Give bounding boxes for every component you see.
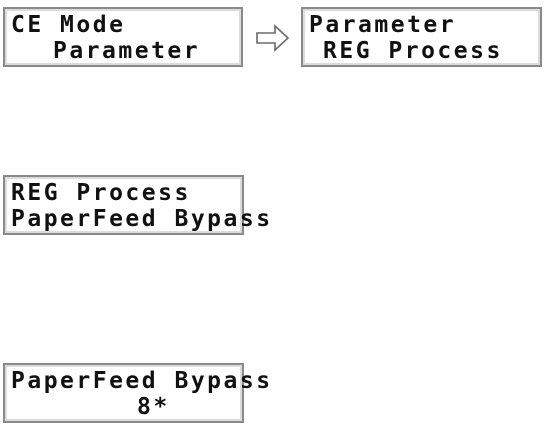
lcd-line-2: Parameter [53,38,201,64]
lcd-screen-paperfeed-bypass: PaperFeed Bypass 8* [3,363,270,423]
lcd-line-1: PaperFeed Bypass [11,368,273,394]
lcd-line-2: PaperFeed Bypass [11,206,273,232]
lcd-line-1: Parameter [309,12,457,38]
lcd-line-1: CE Mode [11,12,126,38]
lcd-line-2: REG Process [323,38,503,64]
lcd-line-2: 8* [137,394,170,420]
lcd-line-1: REG Process [11,180,191,206]
lcd-screen-parameter: Parameter REG Process [301,7,542,67]
lcd-screen-reg-process: REG Process PaperFeed Bypass [3,175,270,235]
arrow-right-outline-icon [256,24,290,52]
lcd-screen-ce-mode: CE Mode Parameter [3,7,243,67]
